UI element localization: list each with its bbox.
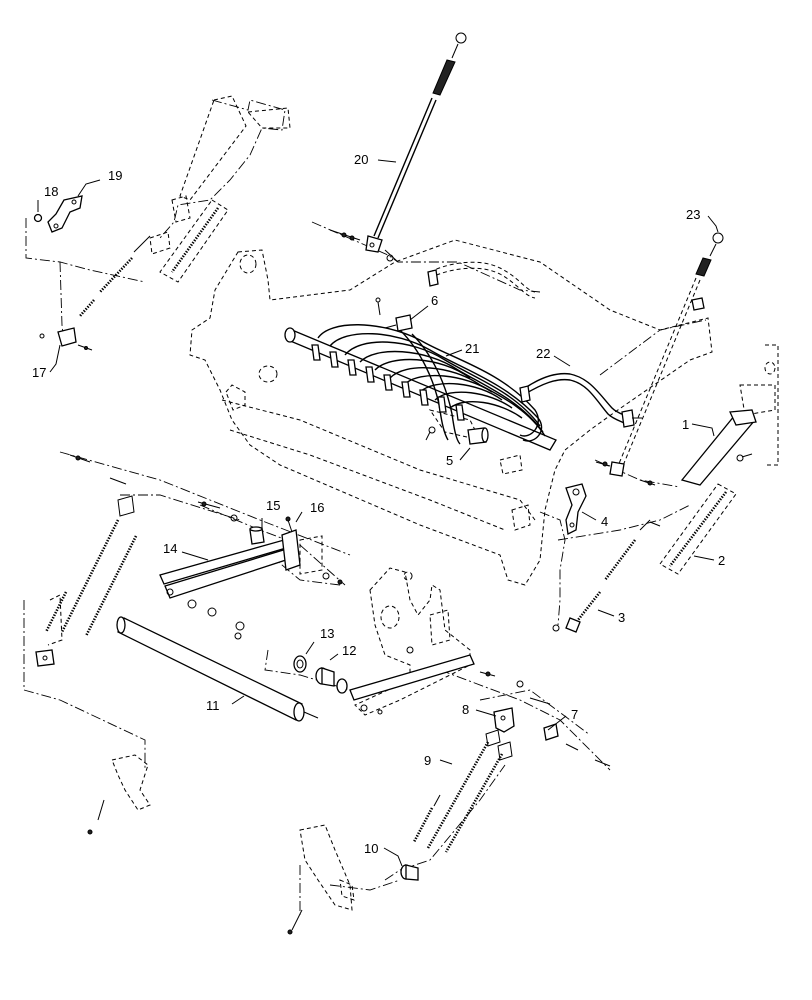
part-17-bracket bbox=[39, 327, 93, 351]
callout-20: 20 bbox=[354, 152, 368, 167]
callout-21: 21 bbox=[465, 341, 479, 356]
left-double-springs bbox=[35, 454, 138, 667]
part-20-link-rod bbox=[329, 32, 467, 263]
callout-1: 1 bbox=[682, 417, 689, 432]
part-16-bolt bbox=[285, 516, 293, 533]
callout-17: 17 bbox=[32, 365, 46, 380]
callout-10: 10 bbox=[364, 841, 378, 856]
part-5-bushing bbox=[467, 427, 489, 445]
callout-12: 12 bbox=[342, 643, 356, 658]
part-7-pin bbox=[543, 723, 611, 767]
upper-hose-ghost bbox=[427, 261, 536, 299]
callout-11: 11 bbox=[206, 698, 220, 713]
callout-13: 13 bbox=[320, 626, 334, 641]
part-23-link-rod bbox=[609, 232, 724, 477]
callout-15: 15 bbox=[266, 498, 280, 513]
callout-22: 22 bbox=[536, 346, 550, 361]
part-11-roller bbox=[116, 616, 319, 722]
callout-leaders bbox=[37, 159, 719, 867]
part-3-spring bbox=[552, 519, 651, 633]
part-4-bracket bbox=[565, 483, 587, 535]
callout-7: 7 bbox=[571, 707, 578, 722]
callout-labels: 1 2 3 4 5 6 7 8 9 10 11 12 13 14 15 16 1… bbox=[32, 152, 725, 856]
part-6-clip bbox=[375, 297, 413, 332]
part-14-hardware bbox=[187, 501, 343, 640]
callout-18: 18 bbox=[44, 184, 58, 199]
callout-6: 6 bbox=[431, 293, 438, 308]
assembly-chain-lines bbox=[23, 99, 707, 915]
callout-4: 4 bbox=[601, 514, 608, 529]
part-18-nut bbox=[33, 213, 43, 223]
callout-3: 3 bbox=[618, 610, 625, 625]
part-19-lever bbox=[47, 195, 83, 233]
lower-frame-outline bbox=[111, 567, 471, 911]
callout-19: 19 bbox=[108, 168, 122, 183]
part-21-tine-bar bbox=[284, 324, 557, 451]
hardware-bolts-right bbox=[595, 461, 661, 527]
lower-link-arm bbox=[349, 646, 551, 715]
part-13-bearing bbox=[293, 655, 307, 673]
lower-hardware bbox=[87, 799, 303, 935]
callout-9: 9 bbox=[424, 753, 431, 768]
callout-14: 14 bbox=[163, 541, 177, 556]
part-1-cylinder bbox=[680, 409, 757, 486]
left-upper-ghost-spring bbox=[149, 95, 291, 283]
left-upper-spring bbox=[79, 235, 151, 317]
callout-8: 8 bbox=[462, 702, 469, 717]
part-2-spring bbox=[659, 453, 753, 575]
callout-2: 2 bbox=[718, 553, 725, 568]
part-14-arm bbox=[159, 529, 301, 599]
callout-16: 16 bbox=[310, 500, 324, 515]
part-10-bushing bbox=[400, 864, 419, 881]
part-9-spring bbox=[412, 729, 513, 853]
callout-23: 23 bbox=[686, 207, 700, 222]
part-22-hose bbox=[519, 372, 642, 428]
callout-5: 5 bbox=[446, 453, 453, 468]
part-12-bushing bbox=[315, 667, 348, 694]
part-8-bracket bbox=[493, 707, 515, 733]
